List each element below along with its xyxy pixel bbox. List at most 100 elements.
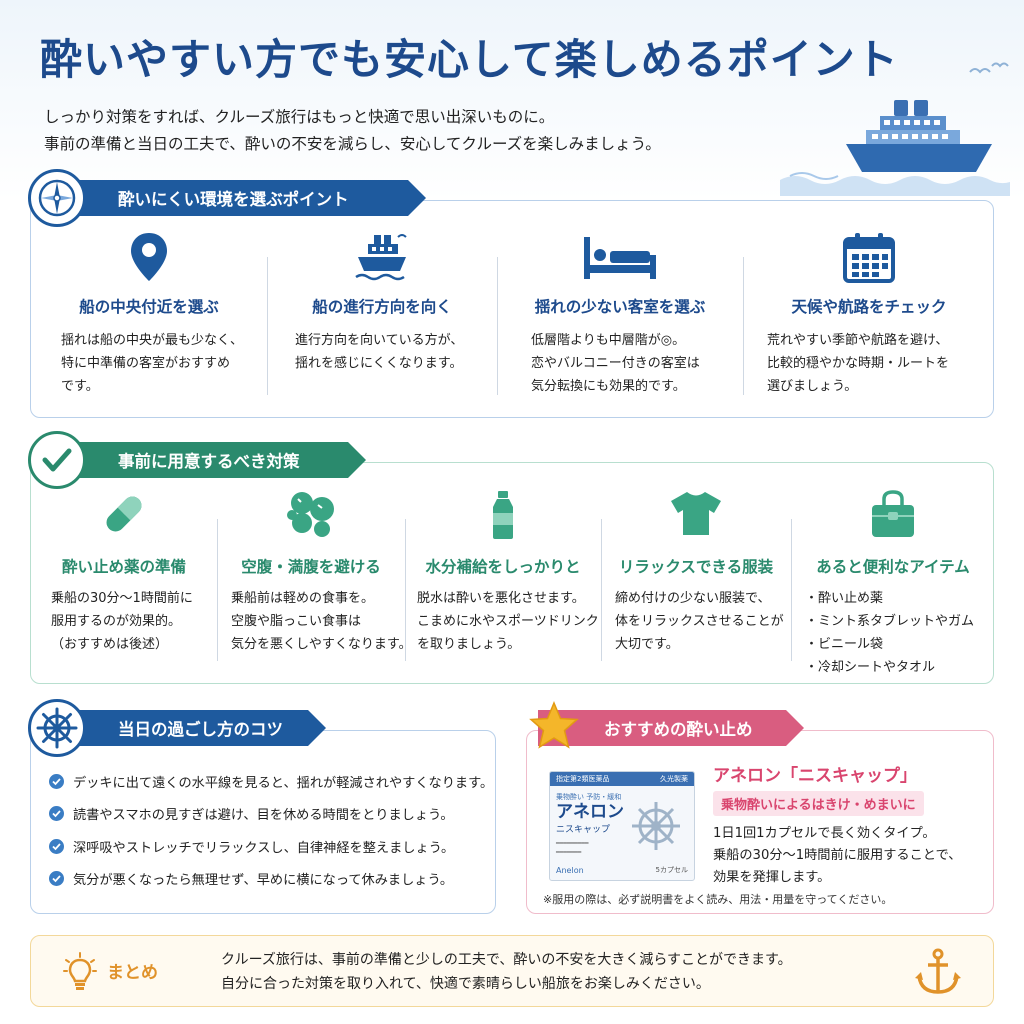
product-name: アネロン「ニスキャップ」 <box>713 766 917 786</box>
food-icon <box>287 492 334 537</box>
package-brand: Anelon <box>556 866 584 875</box>
ship-wheel-icon <box>632 802 680 850</box>
tip-text: 深呼吸やストレッチでリラックスし、自律神経を整えましょう。 <box>73 840 455 856</box>
water-bottle-icon <box>493 491 513 539</box>
item-line: 進行方向を向いている方が、 <box>295 333 464 348</box>
list-item: デッキに出て遠くの水平線を見ると、揺れが軽減されやすくなります。 <box>49 765 493 798</box>
package-count: 5カプセル <box>655 866 688 874</box>
preparation-item: リラックスできる服装 締め付けの少ない服装で、 体をリラックスさせることが 大切… <box>601 463 791 683</box>
item-line: 服用するのが効果的。 <box>51 614 182 629</box>
check-icon <box>49 871 64 887</box>
header-background <box>0 0 1024 200</box>
helm-badge <box>28 699 86 757</box>
summary-line: 自分に合った対策を取り入れて、快適で素晴らしい船旅をお楽しみください。 <box>221 976 710 992</box>
tshirt-icon <box>671 492 721 535</box>
item-line: です。 <box>61 379 99 394</box>
ship-icon <box>355 234 407 281</box>
environment-section: 船の中央付近を選ぶ 揺れは船の中央が最も少なく、 特に中準備の客室がおすすめ で… <box>30 200 994 418</box>
item-line: 揺れを感じにくくなります。 <box>295 356 463 371</box>
tip-text: 気分が悪くなったら無理せず、早めに横になって休みましょう。 <box>73 873 454 889</box>
preparation-item: あると便利なアイテム ・酔い止め薬 ・ミント系タブレットやガム ・ビニール袋 ・… <box>791 463 995 683</box>
item-line: 揺れは船の中央が最も少なく、 <box>61 333 244 348</box>
check-icon <box>49 773 64 789</box>
item-line: 選びましょう。 <box>767 379 858 394</box>
map-pin-icon <box>131 233 167 281</box>
item-line: 脱水は酔いを悪化させます。 <box>417 591 585 606</box>
check-icon <box>49 838 64 854</box>
item-line: 乗船の30分〜1時間前に <box>51 591 193 606</box>
recommendation-heading: おすすめの酔い止め <box>538 710 804 746</box>
item-title: 揺れの少ない客室を選ぶ <box>534 298 706 316</box>
item-line: 空腹や脂っこい食事は <box>231 614 362 629</box>
product-description: 1日1回1カプセルで長く効くタイプ。 乗船の30分〜1時間前に服用することで、 … <box>713 823 961 889</box>
preparation-item: 空腹・満腹を避ける 乗船前は軽めの食事を。 空腹や脂っこい食事は 気分を悪くしや… <box>217 463 412 683</box>
list-item: 気分が悪くなったら無理せず、早めに横になって休みましょう。 <box>49 863 493 896</box>
divider <box>267 257 268 395</box>
compass-icon <box>38 179 76 217</box>
tips-heading: 当日の過ごし方のコツ <box>40 710 326 746</box>
divider <box>601 519 602 661</box>
item-line: 乗船前は軽めの食事を。 <box>231 591 375 606</box>
page-title: 酔いやすい方でも安心して楽しめるポイント <box>40 35 899 84</box>
item-line: 荒れやすい季節や航路を避け、 <box>767 333 949 348</box>
desc-line: 効果を発揮します。 <box>713 870 831 885</box>
product-package: 指定第2類医薬品 久光製薬 乗物酔い 予防・緩和 アネロン ニスキャップ ━━━… <box>549 771 695 881</box>
bed-icon <box>584 237 656 279</box>
item-line: 低層階よりも中層階が◎。 <box>531 333 686 348</box>
list-item: 深呼吸やストレッチでリラックスし、自律神経を整えましょう。 <box>49 830 493 863</box>
environment-heading: 酔いにくい環境を選ぶポイント <box>40 180 426 216</box>
item-title: 水分補給をしっかりと <box>425 558 581 576</box>
bag-icon <box>872 490 914 537</box>
summary-label: まとめ <box>107 963 158 983</box>
package-maker: 久光製薬 <box>660 775 688 783</box>
tip-text: デッキに出て遠くの水平線を見ると、揺れが軽減されやすくなります。 <box>73 775 494 791</box>
item-line: 大切です。 <box>615 637 679 652</box>
divider <box>497 257 498 395</box>
item-line: ・ビニール袋 <box>805 637 884 652</box>
item-line: こまめに水やスポーツドリンク <box>417 614 599 629</box>
environment-item: 船の中央付近を選ぶ 揺れは船の中央が最も少なく、 特に中準備の客室がおすすめ で… <box>31 201 267 417</box>
compass-badge <box>28 169 86 227</box>
usage-note: ※服用の際は、必ず説明書をよく読み、用法・用量を守ってください。 <box>543 893 893 906</box>
item-line: 比較的穏やかな時期・ルートを <box>767 356 950 371</box>
item-title: リラックスできる服装 <box>618 558 774 576</box>
item-line: 気分転換にも効果的です。 <box>531 379 686 394</box>
product-tag: 乗物酔いによるはきけ・めまいに <box>713 791 924 816</box>
item-line: 気分を悪くしやすくなります。 <box>231 637 412 652</box>
package-subtitle: 乗物酔い 予防・緩和 <box>556 793 622 801</box>
item-title: 天候や航路をチェック <box>791 298 947 316</box>
cruise-ship-icon <box>780 100 1010 196</box>
summary-text: クルーズ旅行は、事前の準備と少しの工夫で、酔いの不安を大きく減らすことができます… <box>221 948 792 996</box>
item-title: 空腹・満腹を避ける <box>241 558 381 576</box>
item-line: ・冷却シートやタオル <box>805 660 936 675</box>
recommendation-section: 指定第2類医薬品 久光製薬 乗物酔い 予防・緩和 アネロン ニスキャップ ━━━… <box>526 730 994 914</box>
preparation-item: 酔い止め薬の準備 乗船の30分〜1時間前に 服用するのが効果的。 （おすすめは後… <box>31 463 217 683</box>
preparation-item: 水分補給をしっかりと 脱水は酔いを悪化させます。 こまめに水やスポーツドリンク … <box>405 463 601 683</box>
divider <box>791 519 792 661</box>
ship-wheel-icon <box>36 707 78 749</box>
anchor-icon <box>915 948 961 994</box>
package-name-sub: ニスキャップ <box>556 825 611 835</box>
item-title: あると便利なアイテム <box>816 558 970 576</box>
item-line: ・酔い止め薬 <box>805 591 884 606</box>
environment-item: 揺れの少ない客室を選ぶ 低層階よりも中層階が◎。 恋やバルコニー付きの客室は 気… <box>497 201 743 417</box>
calendar-icon <box>843 233 895 283</box>
intro-line: 事前の準備と当日の工夫で、酔いの不安を減らし、安心してクルーズを楽しみましょう。 <box>44 135 661 153</box>
divider <box>217 519 218 661</box>
tips-list: デッキに出て遠くの水平線を見ると、揺れが軽減されやすくなります。 読書やスマホの… <box>49 765 493 895</box>
star-icon <box>529 701 579 749</box>
summary-section: まとめ クルーズ旅行は、事前の準備と少しの工夫で、酔いの不安を大きく減らすことが… <box>30 935 994 1007</box>
desc-line: 1日1回1カプセルで長く効くタイプ。 <box>713 826 936 841</box>
package-fine-print: ━━━━━━━━━━━━━━━━ <box>556 840 589 856</box>
checkmark-icon <box>42 448 72 472</box>
item-line: （おすすめは後述） <box>51 637 169 652</box>
list-item: 読書やスマホの見すぎは避け、目を休める時間をとりましょう。 <box>49 798 493 831</box>
item-line: 締め付けの少ない服装で、 <box>615 591 771 606</box>
preparation-section: 酔い止め薬の準備 乗船の30分〜1時間前に 服用するのが効果的。 （おすすめは後… <box>30 462 994 684</box>
summary-line: クルーズ旅行は、事前の準備と少しの工夫で、酔いの不安を大きく減らすことができます… <box>221 952 792 968</box>
tips-section: デッキに出て遠くの水平線を見ると、揺れが軽減されやすくなります。 読書やスマホの… <box>30 730 496 914</box>
desc-line: 乗船の30分〜1時間前に服用することで、 <box>713 848 962 863</box>
item-title: 酔い止め薬の準備 <box>61 558 186 576</box>
lightbulb-icon <box>63 952 97 990</box>
item-title: 船の中央付近を選ぶ <box>79 298 219 316</box>
